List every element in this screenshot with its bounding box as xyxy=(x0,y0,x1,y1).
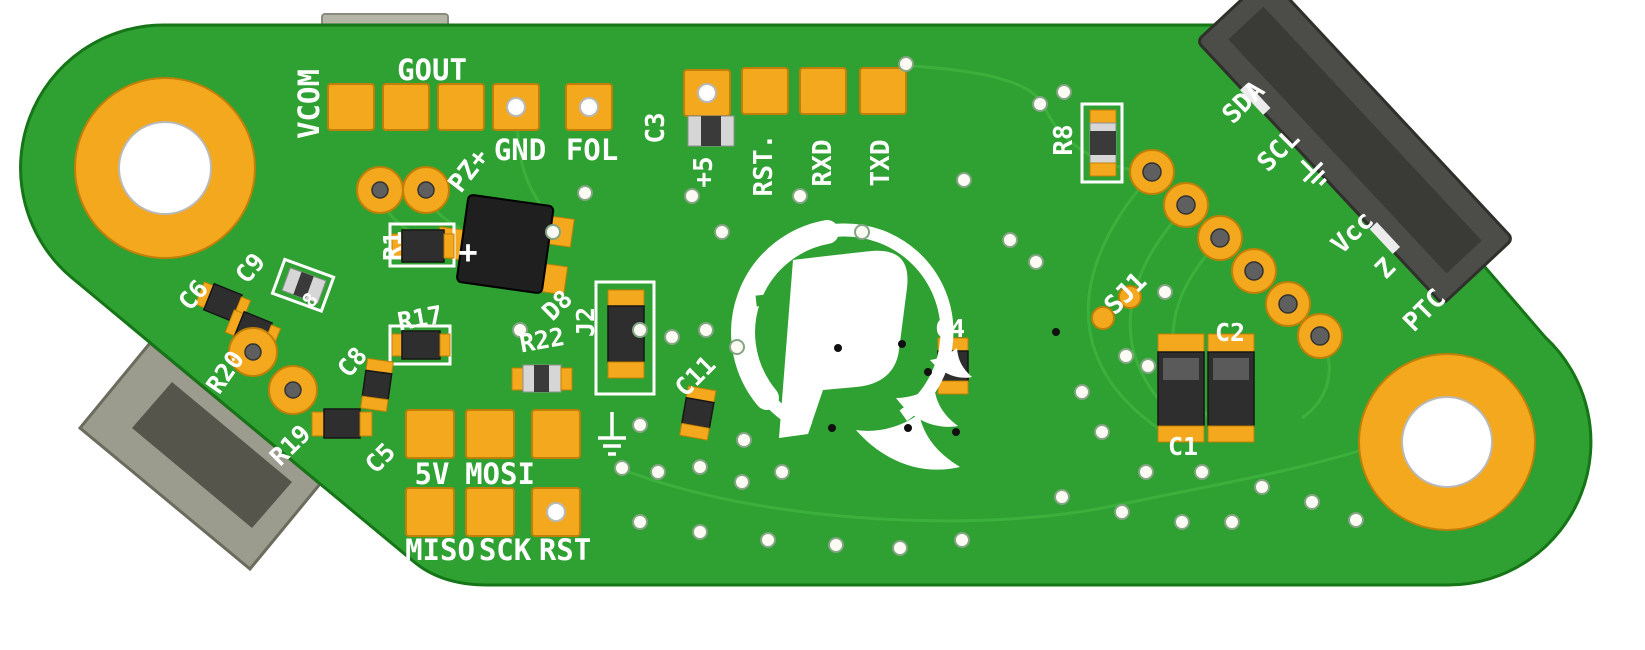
capacitor-c8-component xyxy=(360,357,394,413)
capacitor-c3-component xyxy=(687,115,735,147)
label-miso: MISO xyxy=(405,533,475,567)
logo-green-dash xyxy=(755,292,787,307)
smd-pad xyxy=(382,83,430,131)
pad-hole xyxy=(579,97,599,117)
brand-flame-logo xyxy=(731,220,972,470)
ground-symbol-icon xyxy=(598,412,626,456)
drill-dots xyxy=(828,328,1060,436)
label-j2: J2 xyxy=(571,307,600,337)
mounting-hole-right xyxy=(1358,353,1536,531)
label-mosi: MOSI xyxy=(465,457,535,491)
label-c3: C3 xyxy=(641,112,671,143)
label-fol: FOL xyxy=(566,133,618,167)
smd-pad xyxy=(741,67,789,115)
pad-group-header-right xyxy=(1129,149,1343,359)
logo-flame xyxy=(896,386,958,427)
logo-flame xyxy=(856,414,960,470)
copper-trace xyxy=(623,446,1369,523)
pad-hole xyxy=(546,502,566,522)
pad-group-top-middle xyxy=(683,67,907,147)
pad-hole xyxy=(506,97,526,117)
capacitor-c11-component xyxy=(679,385,717,441)
label-plus-mark: + xyxy=(458,233,477,271)
edge-connector-top-right xyxy=(1198,0,1512,304)
smd-pad xyxy=(405,409,455,459)
label-gout: GOUT xyxy=(397,53,467,87)
label-sck: SCK xyxy=(479,533,532,567)
small-resistor-component xyxy=(270,257,336,313)
capacitor-c1-c2-components xyxy=(1157,333,1255,443)
label-c1: C1 xyxy=(1168,432,1198,461)
pad-drill xyxy=(371,181,389,199)
pad-group-left-round xyxy=(228,327,318,415)
resistor-r8-component xyxy=(1080,102,1124,184)
label-5v: 5V xyxy=(415,457,450,491)
pad-drill xyxy=(417,181,435,199)
capacitor-c6-component xyxy=(194,281,252,324)
smd-pad xyxy=(437,83,485,131)
pad-hole xyxy=(697,83,717,103)
copper-trace xyxy=(1086,172,1159,430)
label-plus5: +5 xyxy=(689,156,719,187)
label-rst-bottom: RST xyxy=(539,533,591,567)
resistor-r1-component xyxy=(388,222,456,268)
vias xyxy=(512,56,1364,556)
resistor-r17-component xyxy=(388,324,452,366)
smd-pad xyxy=(799,67,847,115)
smd-pad xyxy=(405,487,455,537)
connector-slot xyxy=(132,382,292,528)
capacitor-c5-component xyxy=(311,408,373,439)
connector-slot xyxy=(1228,6,1482,274)
label-gnd: GND xyxy=(494,133,546,167)
pad-group-top-left xyxy=(327,83,613,214)
ground-symbol-icon xyxy=(1300,159,1327,186)
connector-key-notch xyxy=(1240,83,1271,115)
smd-pad xyxy=(465,409,515,459)
resistor-r22-component xyxy=(511,364,573,393)
connector-key-notch xyxy=(1369,222,1401,254)
label-vcom: VCOM xyxy=(292,69,326,139)
smd-pad xyxy=(465,487,515,537)
label-rxd: RXD xyxy=(808,140,838,187)
pad-group-spi xyxy=(405,409,581,537)
label-txd: TXD xyxy=(866,140,896,187)
label-c4: C4 xyxy=(935,314,965,343)
logo-flame xyxy=(930,348,972,378)
label-c2: C2 xyxy=(1215,318,1245,347)
label-r8: R8 xyxy=(1049,124,1079,155)
solder-jumper-sj1 xyxy=(1091,284,1173,330)
smd-pad xyxy=(327,83,375,131)
label-rst-top: RST. xyxy=(749,134,779,197)
label-r1: R1 xyxy=(378,231,407,261)
mounting-hole-left xyxy=(74,77,256,259)
smd-pad xyxy=(531,409,581,459)
smd-pad xyxy=(859,67,907,115)
